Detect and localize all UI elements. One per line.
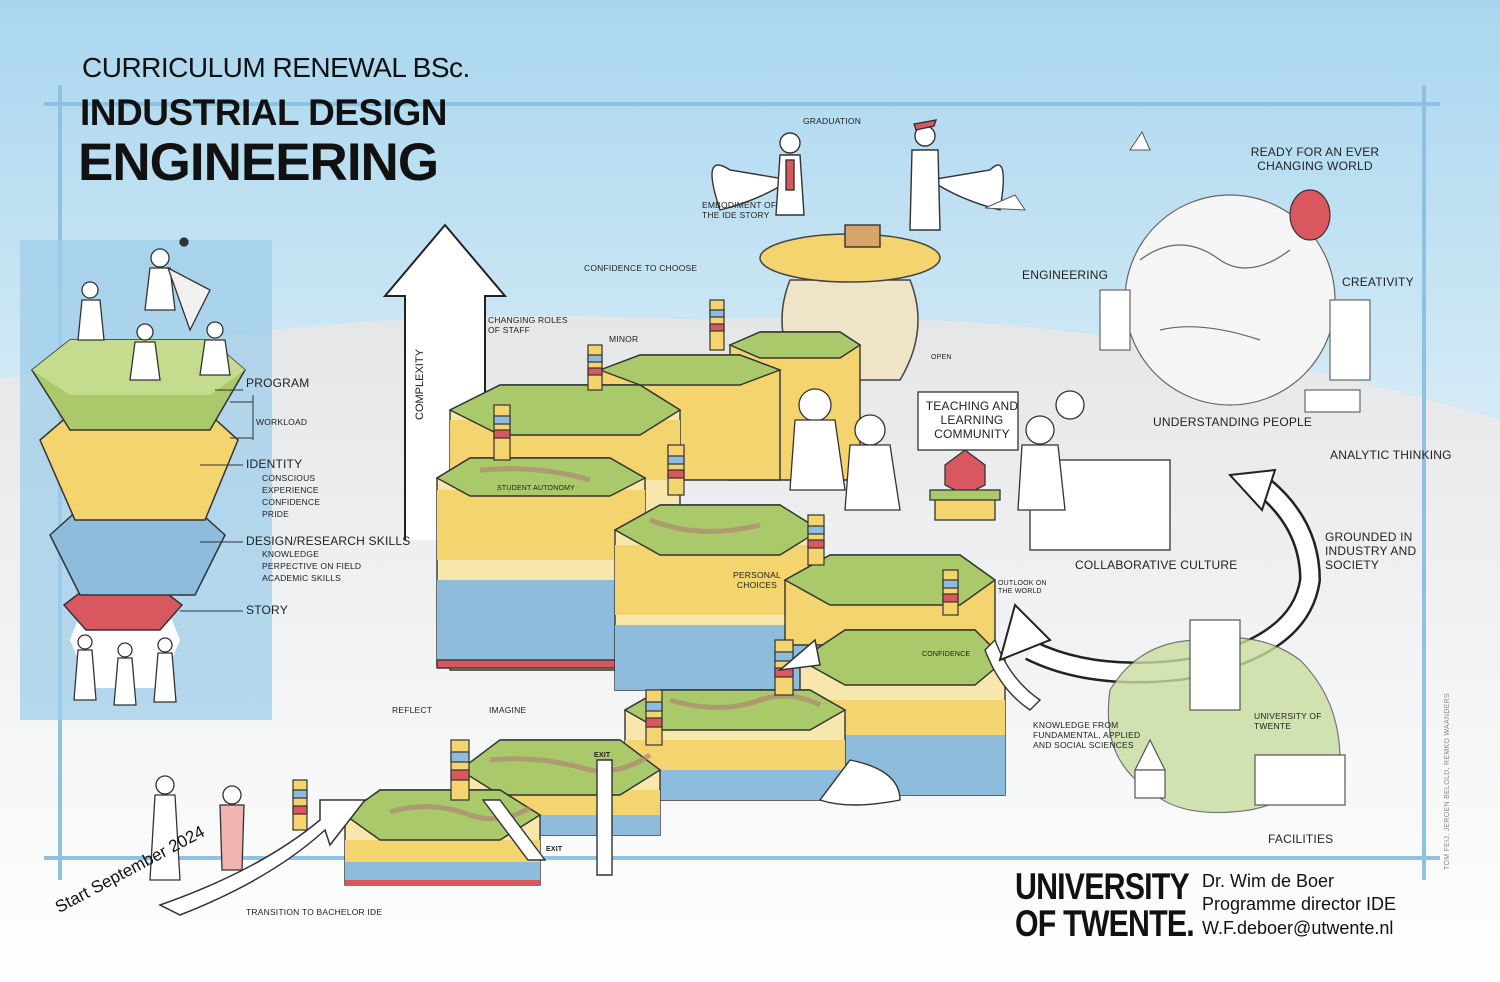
contact-block: Dr. Wim de Boer Programme director IDE W… bbox=[1202, 870, 1396, 940]
label-exit-top: EXIT bbox=[594, 752, 611, 759]
artist-credit: TOM FEIJ, JEROEN BELOLD, REMKO WAANDERS bbox=[1444, 692, 1451, 870]
campus-drawing bbox=[1107, 619, 1346, 814]
label-knowledge-from: KNOWLEDGE FROM FUNDAMENTAL, APPLIED AND … bbox=[1033, 720, 1141, 750]
title-engineering: ENGINEERING bbox=[78, 133, 439, 192]
legend-workload: WORKLOAD bbox=[256, 417, 308, 427]
legend-identity-item: EXPERIENCE bbox=[262, 485, 319, 495]
legend-program: PROGRAM bbox=[246, 376, 310, 390]
step-arrow bbox=[777, 638, 821, 672]
lighthouse-7 bbox=[493, 404, 511, 461]
label-collaborative-culture: COLLABORATIVE CULTURE bbox=[1075, 558, 1238, 572]
lighthouse-6 bbox=[807, 514, 825, 566]
label-transition: TRANSITION TO BACHELOR IDE bbox=[246, 907, 383, 917]
label-ready-world: READY FOR AN EVER CHANGING WORLD bbox=[1250, 145, 1380, 173]
legend-skills-item: KNOWLEDGE bbox=[262, 549, 320, 559]
contact-name: Dr. Wim de Boer bbox=[1202, 871, 1335, 891]
lighthouse-9 bbox=[587, 344, 603, 391]
label-complexity: COMPLEXITY bbox=[414, 349, 426, 420]
label-personal-choices: PERSONAL CHOICES bbox=[733, 570, 781, 590]
entry-ramp bbox=[158, 799, 367, 916]
lighthouse-8 bbox=[667, 444, 685, 496]
label-imagine: IMAGINE bbox=[489, 705, 527, 715]
lighthouse-1 bbox=[292, 779, 308, 831]
legend-skills: DESIGN/RESEARCH SKILLS bbox=[246, 534, 411, 548]
lighthouses bbox=[292, 299, 959, 831]
label-creativity: CREATIVITY bbox=[1342, 275, 1414, 289]
label-confidence: CONFIDENCE bbox=[922, 651, 971, 658]
legend-identity: IDENTITY bbox=[246, 457, 303, 471]
university-logo-line2: OF TWENTE. bbox=[1015, 903, 1195, 944]
label-analytic-thinking: ANALYTIC THINKING bbox=[1330, 448, 1452, 462]
label-reflect: REFLECT bbox=[392, 705, 433, 715]
lighthouse-2 bbox=[450, 739, 470, 801]
legend-heroes-drawing bbox=[77, 237, 231, 381]
contact-role: Programme director IDE bbox=[1202, 894, 1397, 915]
lighthouse-10 bbox=[709, 299, 725, 351]
label-student-autonomy: STUDENT AUTONOMY bbox=[497, 485, 576, 492]
legend-people-drawing bbox=[73, 634, 177, 706]
entry-people-drawing bbox=[149, 775, 245, 881]
label-graduation: GRADUATION bbox=[803, 116, 862, 126]
university-logo-line1: UNIVERSITY bbox=[1015, 866, 1190, 907]
label-facilities: FACILITIES bbox=[1268, 832, 1334, 846]
university-logo: UNIVERSITY OF TWENTE. bbox=[1015, 866, 1195, 944]
legend-identity-item: CONFIDENCE bbox=[262, 497, 321, 507]
legend-story: STORY bbox=[246, 603, 288, 617]
lighthouse-5 bbox=[942, 569, 959, 616]
label-exit-bottom: EXIT bbox=[546, 846, 563, 853]
legend-skills-item: ACADEMIC SKILLS bbox=[262, 573, 342, 583]
contact-email[interactable]: W.F.deboer@utwente.nl bbox=[1202, 917, 1394, 938]
skills-layer bbox=[49, 507, 226, 596]
label-minor: MINOR bbox=[609, 334, 639, 344]
legend-identity-item: PRIDE bbox=[262, 509, 289, 519]
slides bbox=[481, 638, 1042, 876]
label-open: OPEN bbox=[931, 354, 952, 361]
legend-skills-item: PERPECTIVE ON FIELD bbox=[262, 561, 362, 571]
legend-connectors bbox=[180, 389, 254, 612]
label-grounded: GROUNDED IN INDUSTRY AND SOCIETY bbox=[1325, 530, 1417, 572]
lighthouse-3 bbox=[645, 689, 663, 746]
graduates-drawing bbox=[711, 119, 1005, 248]
label-embodiment: EMBODIMENT OF THE IDE STORY bbox=[702, 200, 777, 220]
label-university-twente: UNIVERSITY OF TWENTE bbox=[1254, 711, 1322, 731]
title-industrial-design: INDUSTRIAL DESIGN bbox=[80, 92, 448, 133]
label-changing-roles: CHANGING ROLES OF STAFF bbox=[488, 315, 568, 335]
flying-objects-drawing bbox=[984, 130, 1151, 211]
label-confidence-to-choose: CONFIDENCE TO CHOOSE bbox=[584, 263, 698, 273]
building-blocks bbox=[343, 331, 1007, 886]
globe-drawing bbox=[1099, 189, 1371, 413]
label-outlook: OUTLOOK ON THE WORLD bbox=[998, 580, 1047, 596]
legend-identity-item: CONSCIOUS bbox=[262, 473, 316, 483]
title-curriculum: CURRICULUM RENEWAL BSc. bbox=[82, 52, 470, 83]
teaching-community-drawing bbox=[789, 388, 1171, 551]
legend-stack bbox=[31, 339, 246, 688]
label-teaching-community: TEACHING AND LEARNING COMMUNITY bbox=[925, 399, 1019, 441]
label-engineering: ENGINEERING bbox=[1022, 268, 1109, 282]
label-understanding-people: UNDERSTANDING PEOPLE bbox=[1153, 415, 1313, 429]
cycle-arrow bbox=[998, 468, 1322, 684]
